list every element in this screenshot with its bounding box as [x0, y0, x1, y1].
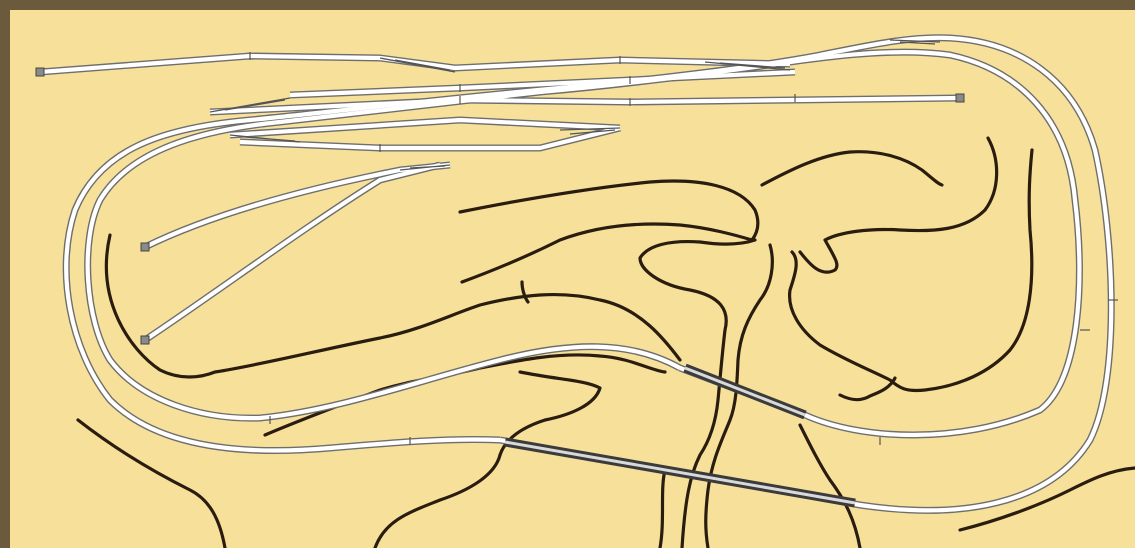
bumper-spur-upper: [140, 242, 150, 252]
contour-right-basin-step: [838, 376, 897, 402]
board-frame-left: [0, 0, 10, 548]
contour-upper-right-lobe: [760, 150, 944, 187]
track-end-bumpers: [35, 67, 965, 345]
yard-track-1-bed: [39, 53, 791, 75]
turnout-3: [209, 97, 291, 113]
bridge-upper-deck: [684, 366, 806, 417]
contour-bottom-left-edge: [76, 418, 227, 548]
contour-bottom-right-edge: [958, 466, 1135, 532]
turnout-6: [399, 164, 451, 171]
bumper-yard-3: [955, 93, 965, 103]
board-frame-top: [0, 0, 1135, 10]
yard-track-5-bed: [239, 125, 621, 151]
contour-right-hook: [798, 136, 999, 274]
yard-track-4-bed: [229, 117, 621, 138]
turnout-7: [889, 39, 941, 45]
track-beds: [39, 35, 1114, 513]
bridge-lower-deck: [504, 440, 856, 505]
turnouts: [209, 39, 941, 171]
contour-bottom-center: [373, 453, 502, 548]
bumper-yard-1: [35, 67, 45, 77]
outer-loop-bed: [64, 35, 1114, 513]
spur-track-lower-bed: [143, 162, 441, 342]
track-joints: [249, 52, 1118, 445]
contour-center-valley-left: [638, 238, 757, 548]
spur-track-upper-bed: [144, 162, 451, 249]
inner-loop-bed: [85, 50, 1082, 438]
turnout-2: [704, 61, 791, 71]
contour-bottom-center-2: [658, 468, 667, 548]
contour-lower-right: [798, 423, 862, 548]
turnout-1: [379, 57, 456, 73]
turnout-4: [229, 134, 301, 143]
turnout-5: [559, 127, 621, 135]
contour-right-basin: [787, 148, 1034, 393]
contour-left-arc: [104, 233, 682, 379]
contour-lower-valley: [498, 370, 602, 457]
bridges: [504, 363, 856, 508]
contour-upper-ridge: [458, 179, 760, 242]
contour-ridge-mid: [460, 222, 754, 284]
contour-center-valley-right: [704, 243, 774, 548]
bumper-spur-lower: [140, 335, 150, 345]
yard-track-2-bed: [289, 69, 796, 98]
contour-ridge-spur: [520, 280, 530, 304]
